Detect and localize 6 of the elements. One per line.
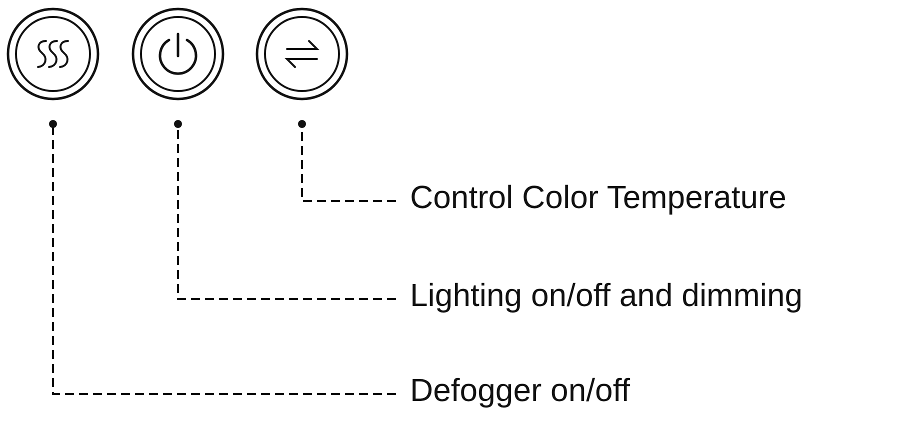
callout-label: Control Color Temperature [410,179,786,215]
leader-line [298,120,396,202]
callout-label: Lighting on/off and dimming [410,277,803,313]
leader-line [49,120,396,395]
leader-line [174,120,396,300]
callout-label: Defogger on/off [410,372,630,408]
